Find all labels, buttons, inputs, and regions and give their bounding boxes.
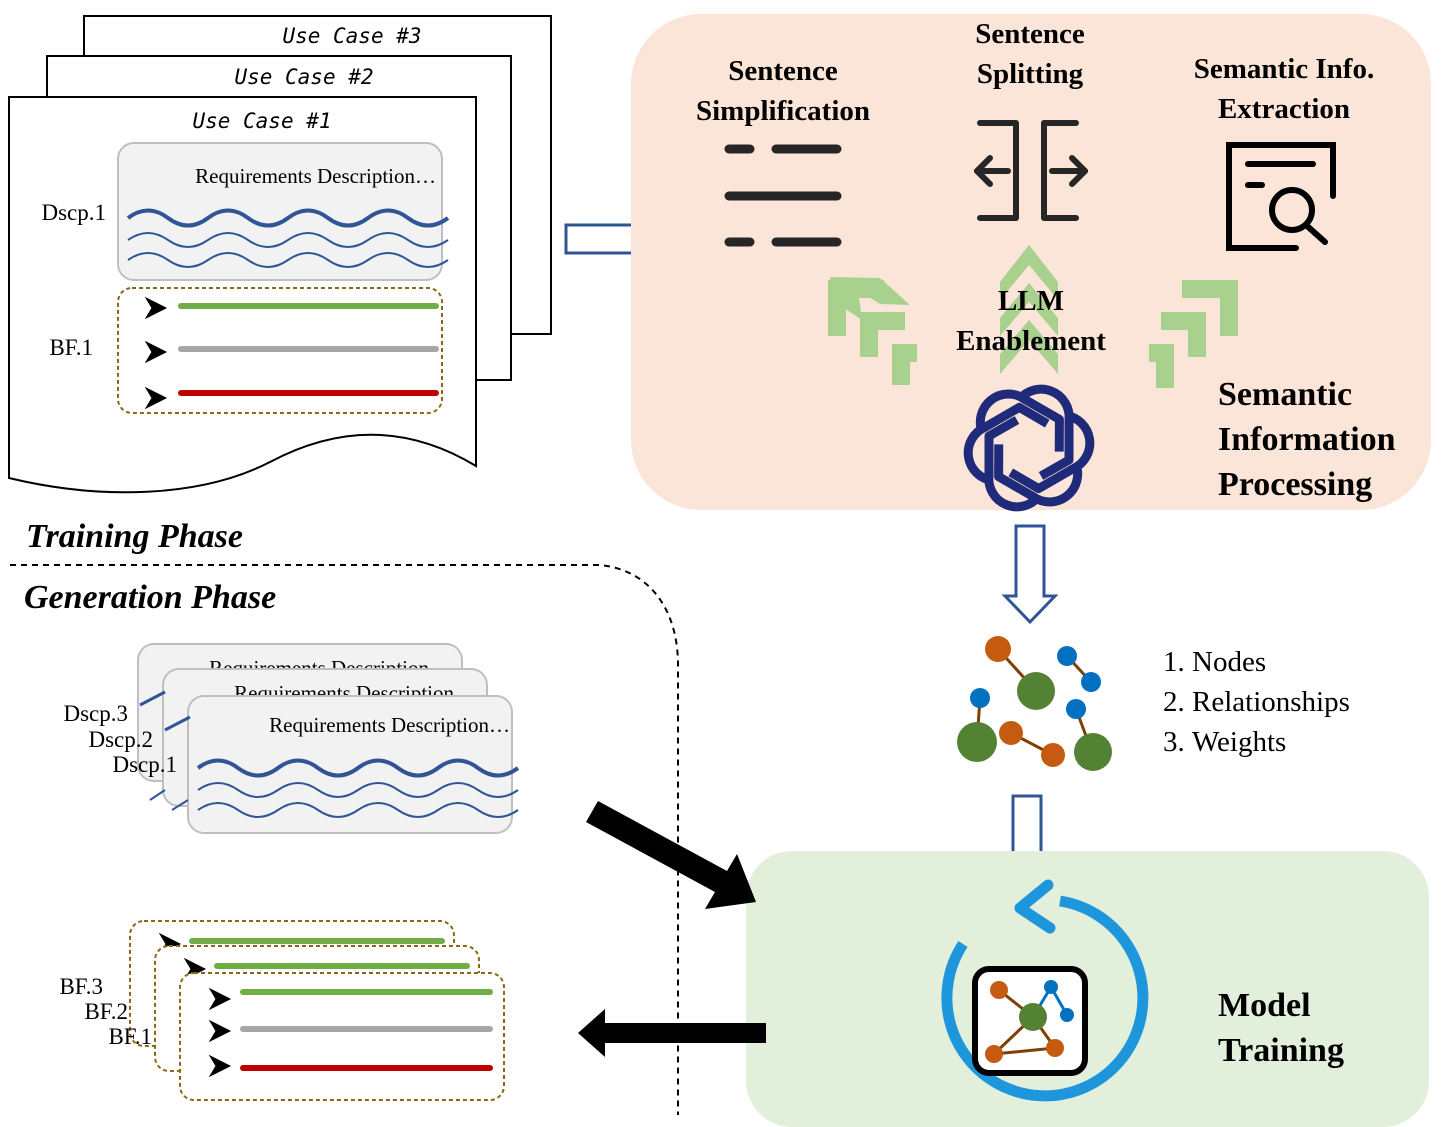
bf-label: BF.3 xyxy=(59,974,103,999)
model-training-title-line-1: Model xyxy=(1218,987,1311,1024)
chevron-up-icon xyxy=(1000,245,1058,374)
cycle-arrowhead-icon xyxy=(1014,879,1056,934)
extraction-title-line-1: Semantic Info. xyxy=(1194,53,1374,85)
llm-title-line-1: LLM xyxy=(998,285,1064,317)
llm-logo-icon xyxy=(963,384,1095,512)
processing-title-line-3: Processing xyxy=(1218,466,1372,503)
processing-title-line-1: Semantic xyxy=(1218,376,1352,413)
dscp-label: Dscp.1 xyxy=(41,200,106,225)
knowledge-graph-icon xyxy=(957,636,1112,771)
graph-list-item-2-number: 2. xyxy=(1163,686,1185,718)
simplification-title-line-1: Sentence xyxy=(728,55,838,87)
graph-list-item-3-number: 3. xyxy=(1163,726,1185,758)
requirements-label: Requirements Description… xyxy=(195,164,436,188)
requirements-card xyxy=(187,695,513,834)
retrain-cycle-icon xyxy=(941,895,1149,1102)
dscp-label: Dscp.2 xyxy=(88,727,153,752)
processing-title-line-2: Information xyxy=(1218,421,1396,458)
phase-divider-dashed xyxy=(10,564,679,1115)
document-search-icon xyxy=(1226,142,1336,251)
semantic-processing-panel: Sentence Simplification Sentence Splitti… xyxy=(631,14,1431,512)
splitting-title-line-1: Sentence xyxy=(975,18,1085,50)
model-training-panel: Model Training xyxy=(746,851,1429,1127)
model-training-title-line-2: Training xyxy=(1218,1032,1344,1069)
graph-list-item-3: Weights xyxy=(1192,726,1286,758)
graph-list-item-1-number: 1. xyxy=(1163,646,1185,678)
hollow-arrow-down-icon xyxy=(1001,524,1059,625)
requirements-label: Requirements Description… xyxy=(269,713,510,737)
generation-basic-flow-stack: BF.3 BF.2 BF.1 xyxy=(59,920,505,1101)
training-phase-label: Training Phase xyxy=(26,518,243,555)
use-case-1-label: Use Case #1 xyxy=(192,109,331,133)
chevron-up-left-icon xyxy=(828,277,917,385)
split-arrows-icon xyxy=(974,120,1088,221)
simplification-icon xyxy=(724,144,842,247)
bf-label: BF.1 xyxy=(108,1024,152,1049)
extraction-title-line-2: Extraction xyxy=(1218,93,1350,125)
use-case-2-label: Use Case #2 xyxy=(234,65,373,89)
input-arrow-icon xyxy=(586,801,756,909)
bf-label: BF.1 xyxy=(49,335,93,360)
graph-list-item-2: Relationships xyxy=(1192,686,1350,718)
use-case-document-stack: Use Case #3 Use Case #2 Use Case #1 Requ… xyxy=(8,15,552,494)
splitting-title-line-2: Splitting xyxy=(977,58,1084,90)
output-arrow-icon xyxy=(578,1009,766,1057)
simplification-title-line-2: Simplification xyxy=(696,95,870,127)
generation-phase-label: Generation Phase xyxy=(24,579,276,616)
use-case-3-label: Use Case #3 xyxy=(282,24,421,48)
dscp-label: Dscp.3 xyxy=(63,701,128,726)
generation-requirements-stack: Requirements Description… Requirements D… xyxy=(63,643,520,834)
graph-list-item-1: Nodes xyxy=(1192,646,1266,678)
llm-title-line-2: Enablement xyxy=(956,325,1106,357)
dscp-label: Dscp.1 xyxy=(112,752,177,777)
chevron-up-right-icon xyxy=(1149,280,1238,388)
bf-label: BF.2 xyxy=(84,999,128,1024)
